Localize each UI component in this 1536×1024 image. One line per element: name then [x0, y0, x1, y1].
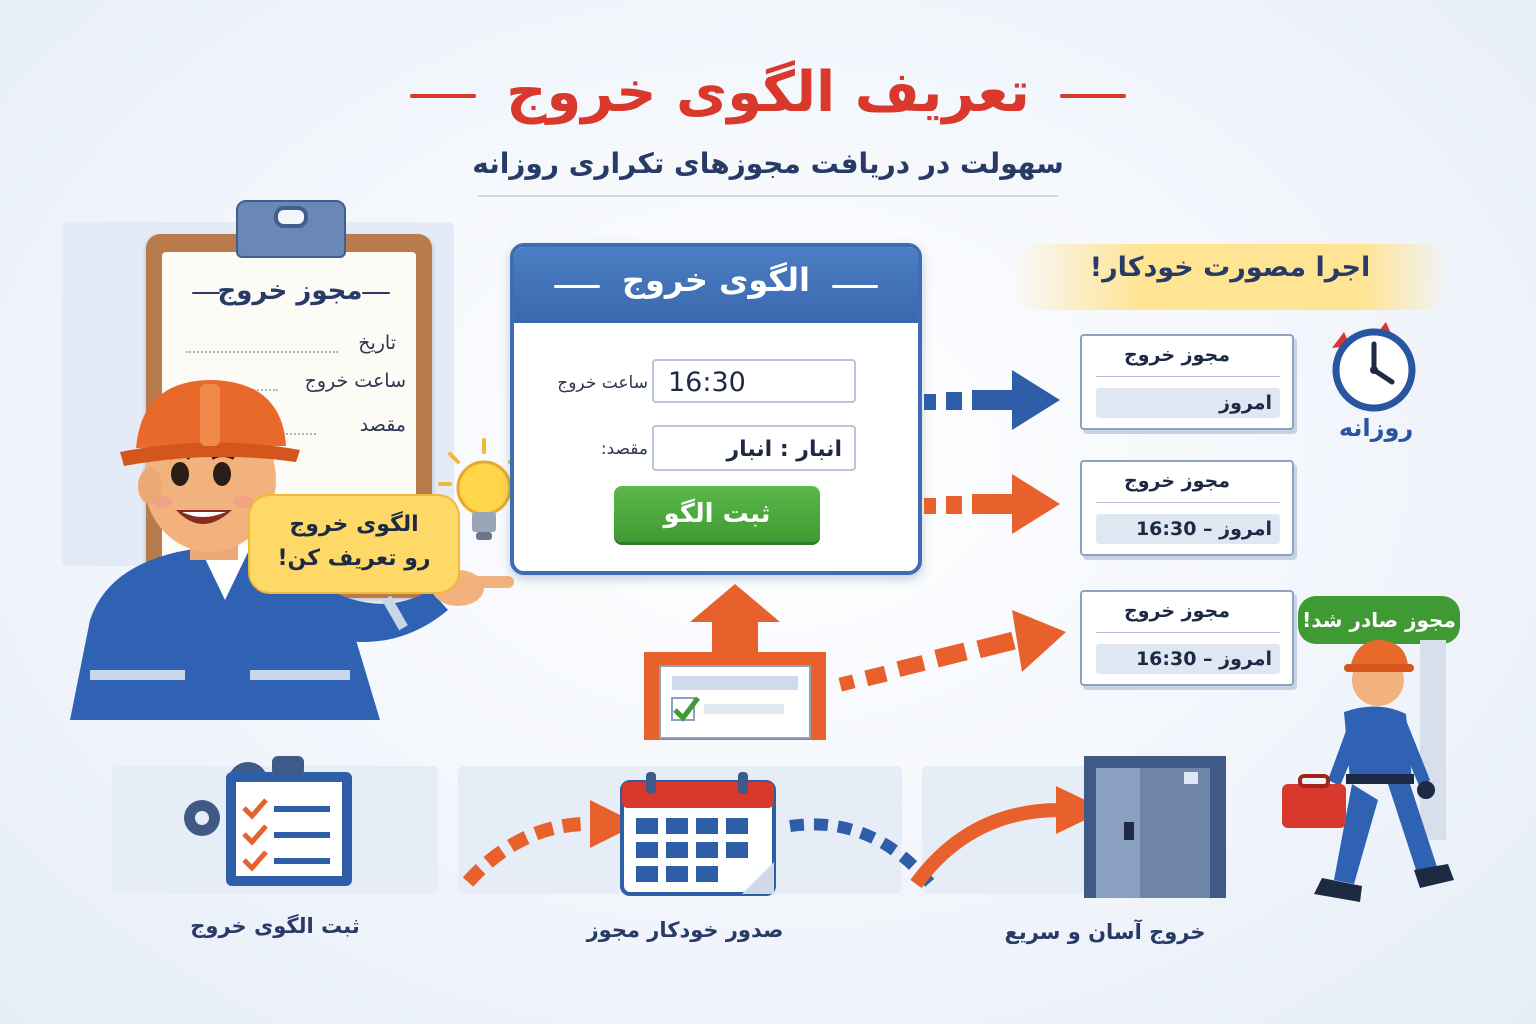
- permit-card-2-row: امروز – 16:30: [1096, 514, 1280, 544]
- clipboard-clamp: [236, 200, 346, 258]
- clipboard-field-date: تاریخ: [358, 332, 396, 354]
- step-3-caption: خروج آسان و سریع: [1004, 920, 1206, 944]
- permit-card-2: مجوز خروج امروز – 16:30: [1080, 460, 1294, 556]
- destination-input[interactable]: انبار : انبار: [652, 425, 856, 471]
- step-2-caption: صدور خودکار مجوز: [586, 918, 784, 942]
- permit-card-1: مجوز خروج امروز: [1080, 334, 1294, 430]
- step-2-incoming-arrow: [462, 800, 638, 887]
- clipboard-dots-date: [186, 350, 338, 353]
- permit-card-2-divider: [1096, 502, 1280, 503]
- submit-pattern-button[interactable]: ثبت الگو: [614, 486, 820, 542]
- permit-card-1-divider: [1096, 376, 1280, 377]
- page-subtitle: سهولت در دریافت مجوزهای تکراری روزانه: [472, 147, 1064, 180]
- permit-card-3-divider: [1096, 632, 1280, 633]
- window-title: الگوی خروج: [621, 261, 811, 299]
- upload-form-icon: [644, 584, 826, 740]
- automation-banner-text: اجرا مصورت خودکار!: [1089, 252, 1371, 283]
- step-3-arrow: [910, 786, 1106, 889]
- walking-worker-illustration: [1282, 640, 1454, 902]
- permit-issued-bubble: مجوز صادر شد!: [1298, 596, 1460, 644]
- page-title: تعریف الگوی خروج: [506, 60, 1030, 125]
- step-1-caption: ثبت الگوی خروج: [190, 914, 360, 938]
- daily-label: روزانه: [1338, 414, 1414, 442]
- subtitle-divider: [478, 195, 1058, 197]
- time-label: ساعت خروج: [557, 373, 648, 393]
- clipboard-field-destination: مقصد: [359, 414, 406, 436]
- lightbulb-icon: [438, 438, 530, 540]
- stopwatch-icon: [1332, 322, 1416, 412]
- permit-card-3: مجوز خروج امروز – 16:30: [1080, 590, 1294, 686]
- arrow-to-card-1: [924, 370, 1060, 430]
- exit-time-input[interactable]: 16:30: [652, 359, 856, 403]
- automation-banner-background: [1010, 244, 1450, 310]
- clipboard-permit-heading: مجوز خروج: [217, 276, 363, 306]
- worker-bubble-line1: الگوی خروج: [289, 512, 419, 537]
- window-title-line-right: [832, 285, 878, 288]
- destination-label: مقصد:: [600, 439, 648, 459]
- arrow-to-card-3: [838, 610, 1066, 692]
- calendar-icon: [620, 772, 776, 896]
- clipboard-hole: [274, 206, 308, 228]
- permit-card-1-row: امروز: [1096, 388, 1280, 418]
- permit-card-3-title: مجوز خروج: [1124, 600, 1230, 622]
- permit-heading-line-right: [362, 292, 390, 294]
- title-decor-right-line: [410, 94, 476, 98]
- exit-door-icon: [1084, 756, 1226, 898]
- worker-speech-bubble: الگوی خروج رو تعریف کن!: [248, 494, 460, 594]
- worker-bubble-line2: رو تعریف کن!: [277, 546, 431, 571]
- clipboard-field-time: ساعت خروج: [304, 370, 406, 392]
- title-decor-left-line: [1060, 94, 1126, 98]
- permit-card-2-title: مجوز خروج: [1124, 470, 1230, 492]
- permit-card-3-row: امروز – 16:30: [1096, 644, 1280, 674]
- permit-card-1-title: مجوز خروج: [1124, 344, 1230, 366]
- gear-checklist-icon: [184, 756, 352, 886]
- arrow-to-card-2: [924, 474, 1060, 534]
- window-title-line-left: [554, 285, 600, 288]
- step-2-outgoing-arrow: [789, 818, 939, 892]
- permit-heading-line-left: [192, 292, 220, 294]
